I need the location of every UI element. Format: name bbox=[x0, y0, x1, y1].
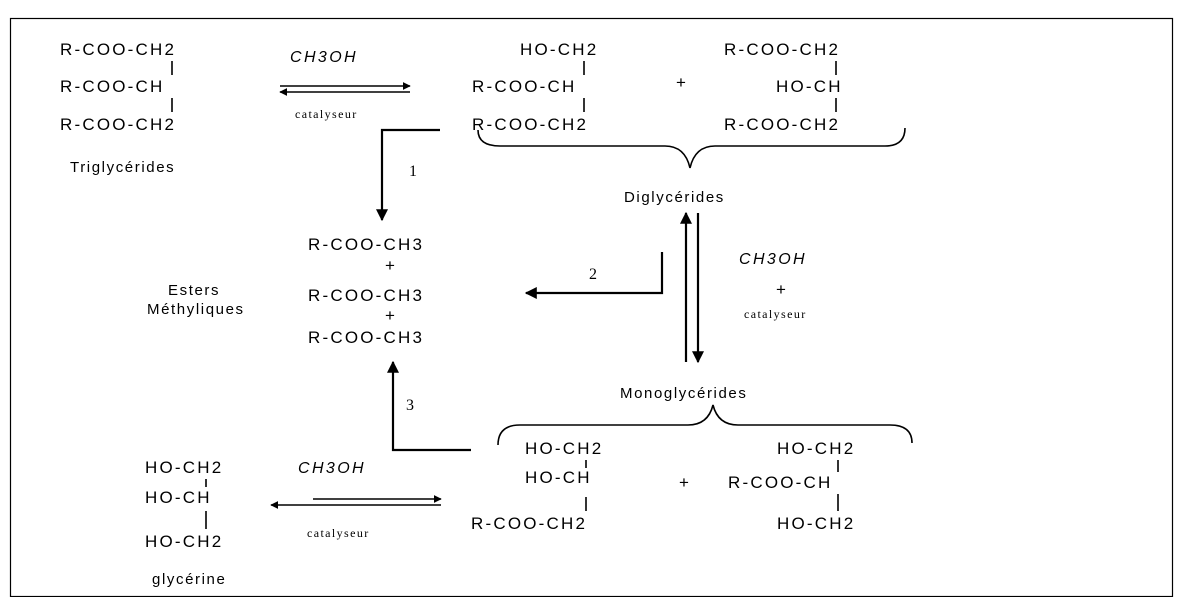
methyl-esters-block: R-COO-CH3 + R-COO-CH3 + R-COO-CH3 Esters… bbox=[147, 235, 424, 347]
plus-monoglycerides: + bbox=[679, 473, 691, 492]
monoglyceride-a-structure: HO-CH2 HO-CH R-COO-CH2 bbox=[471, 439, 603, 533]
ester-plus-2: + bbox=[385, 306, 397, 325]
diglyceride-a-line-2: R-COO-CH bbox=[472, 77, 576, 96]
catalyst-label-top: catalyseur bbox=[295, 107, 358, 121]
monoglyceride-a-line-3: R-COO-CH2 bbox=[471, 514, 587, 533]
diglyceride-b-line-3: R-COO-CH2 bbox=[724, 115, 840, 134]
glycerine-label: glycérine bbox=[152, 571, 226, 588]
step-2-number: 2 bbox=[589, 266, 597, 283]
equilibrium-arrows-middle: CH3OH + catalyseur bbox=[680, 211, 807, 364]
glycerine-line-2: HO-CH bbox=[145, 488, 212, 507]
diglycerides-label: Diglycérides bbox=[624, 189, 725, 206]
triglyceride-label: Triglycérides bbox=[70, 159, 175, 176]
monoglyceride-b-line-2: R-COO-CH bbox=[728, 473, 832, 492]
monoglyceride-b-line-3: HO-CH2 bbox=[777, 514, 855, 533]
ester-plus-1: + bbox=[385, 256, 397, 275]
glycerine-line-3: HO-CH2 bbox=[145, 532, 223, 551]
monoglycerides-brace bbox=[497, 404, 913, 446]
diglyceride-a-structure: HO-CH2 R-COO-CH R-COO-CH2 bbox=[472, 40, 598, 134]
diglycerides-brace bbox=[477, 127, 906, 169]
ester-line-1: R-COO-CH3 bbox=[308, 235, 424, 254]
diglyceride-a-line-1: HO-CH2 bbox=[520, 40, 598, 59]
step-2-path bbox=[524, 252, 664, 299]
monoglyceride-a-line-1: HO-CH2 bbox=[525, 439, 603, 458]
esters-label-line-1: Esters bbox=[168, 282, 220, 299]
step-2-arrow: 2 bbox=[524, 252, 664, 299]
esters-label-line-2: Méthyliques bbox=[147, 301, 245, 318]
diglyceride-b-structure: R-COO-CH2 HO-CH R-COO-CH2 bbox=[724, 40, 843, 134]
monoglycerides-label: Monoglycérides bbox=[620, 385, 747, 402]
triglyceride-line-1: R-COO-CH2 bbox=[60, 40, 176, 59]
equilibrium-arrows-top: CH3OH catalyseur bbox=[279, 49, 411, 121]
triglyceride-line-3: R-COO-CH2 bbox=[60, 115, 176, 134]
step-1-number: 1 bbox=[409, 163, 417, 180]
reagent-label-top: CH3OH bbox=[290, 49, 358, 66]
catalyst-label-middle: catalyseur bbox=[744, 307, 807, 321]
step-3-path bbox=[387, 360, 471, 452]
monoglyceride-b-structure: HO-CH2 R-COO-CH HO-CH2 bbox=[728, 439, 855, 533]
diglyceride-b-line-1: R-COO-CH2 bbox=[724, 40, 840, 59]
plus-diglycerides: + bbox=[676, 73, 688, 92]
diglyceride-a-line-3: R-COO-CH2 bbox=[472, 115, 588, 134]
step-1-path bbox=[376, 128, 440, 222]
triglyceride-structure: R-COO-CH2 R-COO-CH R-COO-CH2 Triglycérid… bbox=[60, 40, 176, 176]
glycerine-structure: HO-CH2 HO-CH HO-CH2 glycérine bbox=[145, 458, 226, 588]
step-3-arrow: 3 bbox=[387, 360, 471, 452]
step-1-arrow: 1 bbox=[376, 128, 440, 222]
triglyceride-line-2: R-COO-CH bbox=[60, 77, 164, 96]
ester-line-2: R-COO-CH3 bbox=[308, 286, 424, 305]
glycerine-line-1: HO-CH2 bbox=[145, 458, 223, 477]
monoglyceride-a-line-2: HO-CH bbox=[525, 468, 592, 487]
diglyceride-b-line-2: HO-CH bbox=[776, 77, 843, 96]
equilibrium-arrows-bottom: CH3OH catalyseur bbox=[270, 460, 442, 540]
monoglyceride-b-line-1: HO-CH2 bbox=[777, 439, 855, 458]
ester-line-3: R-COO-CH3 bbox=[308, 328, 424, 347]
reagent-label-bottom: CH3OH bbox=[298, 460, 366, 477]
catalyst-label-bottom: catalyseur bbox=[307, 526, 370, 540]
plus-reagent-middle: + bbox=[776, 280, 788, 299]
step-3-number: 3 bbox=[406, 397, 414, 414]
reagent-label-middle: CH3OH bbox=[739, 251, 807, 268]
